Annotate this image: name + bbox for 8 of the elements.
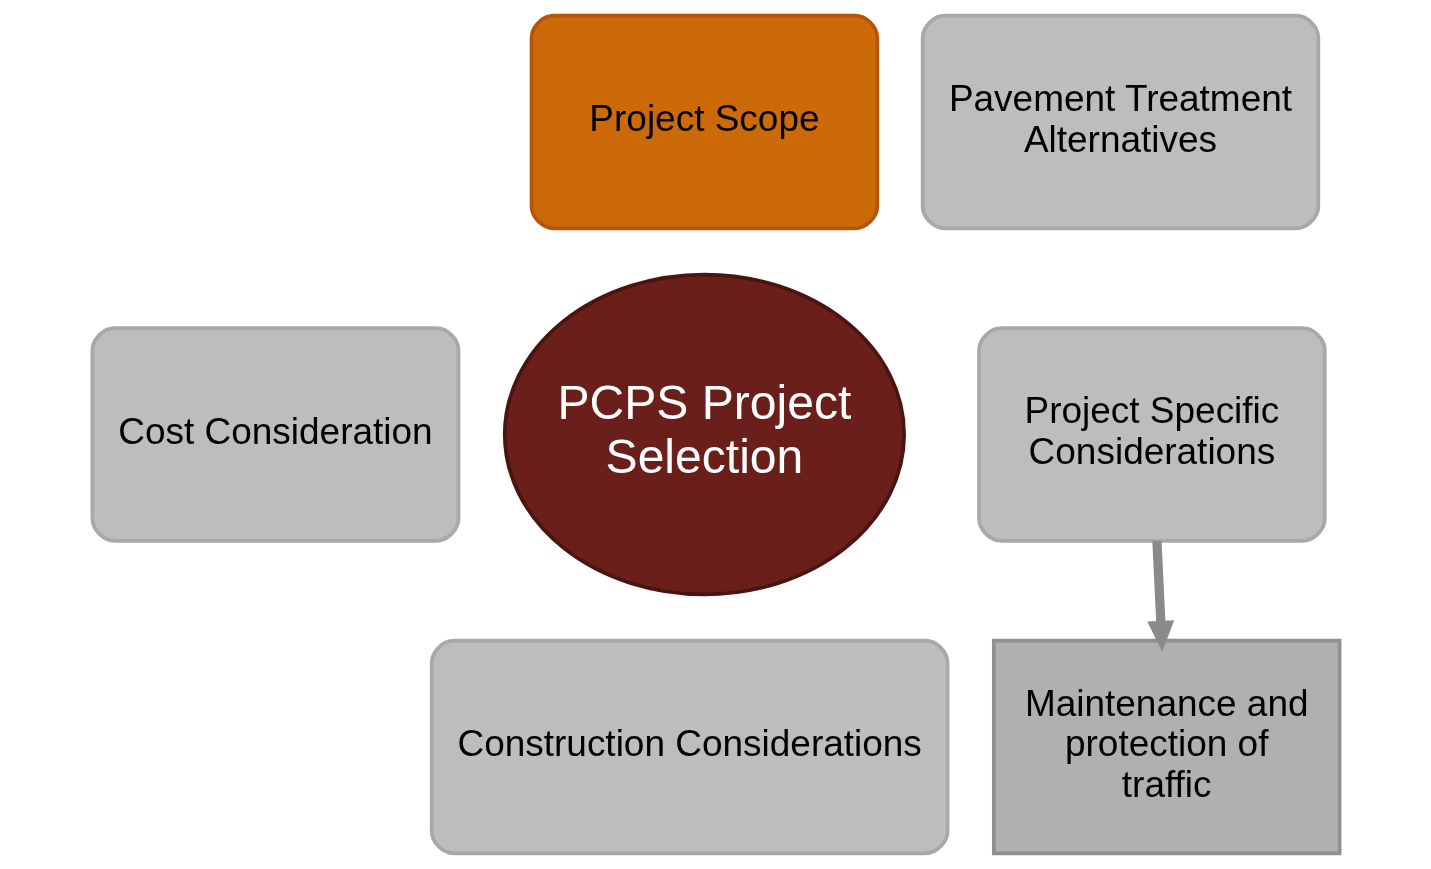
arrow [1146,540,1174,652]
node-box: Cost Consideration [90,326,460,543]
node-box: Pavement Treatment Alternatives [920,13,1320,231]
node-ellipse: PCPS Project Selection [502,272,906,597]
node-box: Construction Considerations [429,638,949,856]
node-box: Project Specific Considerations [976,326,1327,543]
node-box: Maintenance and protection of traffic [991,638,1341,856]
node-box: Project Scope [529,13,879,231]
